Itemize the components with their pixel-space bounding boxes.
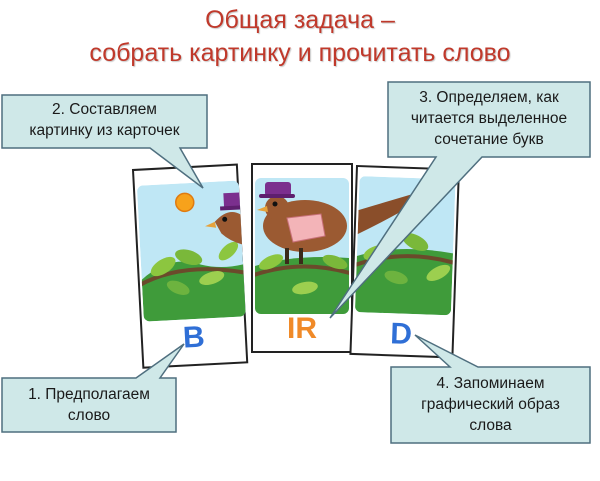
- callout-guess: [1, 343, 185, 433]
- sun-icon: [175, 192, 195, 213]
- leaf-icon: [426, 264, 451, 281]
- leaf-icon: [218, 241, 239, 261]
- branch: [137, 267, 244, 288]
- leaf-icon: [384, 270, 408, 285]
- callout-compose: [1, 94, 208, 189]
- leaf-icon: [322, 254, 348, 270]
- callout-compose-text: 2. Составляем картинку из карточек: [2, 99, 207, 141]
- leaf-icon: [150, 256, 176, 277]
- callout-guess-line-1: 1. Предполагаем: [28, 386, 150, 403]
- callout-determine: [329, 81, 591, 319]
- callout-remember-text: 4. Запоминаем графический образ слова: [391, 373, 590, 436]
- callout-compose-line-1: 2. Составляем: [52, 101, 157, 118]
- card-middle: IR: [251, 163, 353, 353]
- callout-determine-line-2: читается выделенное: [410, 110, 568, 127]
- leaf-icon: [166, 280, 190, 295]
- title-line-2: собрать картинку и прочитать слово: [89, 39, 511, 67]
- callout-determine-text: 3. Определяем, как читается выделенное с…: [388, 87, 590, 150]
- title-line-1: Общая задача –: [205, 6, 395, 34]
- leaf-icon: [175, 249, 203, 266]
- branch: [354, 254, 456, 268]
- callout-remember-line-1: 4. Запоминаем: [436, 375, 545, 392]
- callout-compose-line-2: картинку из карточек: [29, 122, 180, 139]
- leaf-icon: [402, 233, 429, 251]
- bird: [257, 182, 347, 264]
- card-left: B: [131, 163, 249, 369]
- callout-guess-text: 1. Предполагаем слово: [2, 384, 176, 426]
- callout-guess-line-2: слово: [67, 407, 111, 424]
- page-title: Общая задача – собрать картинку и прочит…: [0, 4, 600, 70]
- callout-determine-line-3: сочетание букв: [434, 131, 544, 148]
- card-letters-ir: IR: [287, 312, 317, 345]
- callout-remember-line-2: графический образ: [421, 396, 560, 413]
- callout-remember: [390, 334, 591, 444]
- card-letter-b: B: [182, 321, 205, 355]
- callout-remember-line-3: слова: [469, 417, 512, 434]
- card-letter-d: D: [390, 317, 413, 351]
- branch: [255, 264, 349, 278]
- leaf-icon: [199, 271, 225, 286]
- card-right: D: [349, 164, 460, 359]
- leaf-icon: [258, 254, 284, 270]
- leaf-icon: [292, 281, 318, 295]
- callout-determine-line-1: 3. Определяем, как: [419, 89, 559, 106]
- hat-icon: [265, 182, 291, 196]
